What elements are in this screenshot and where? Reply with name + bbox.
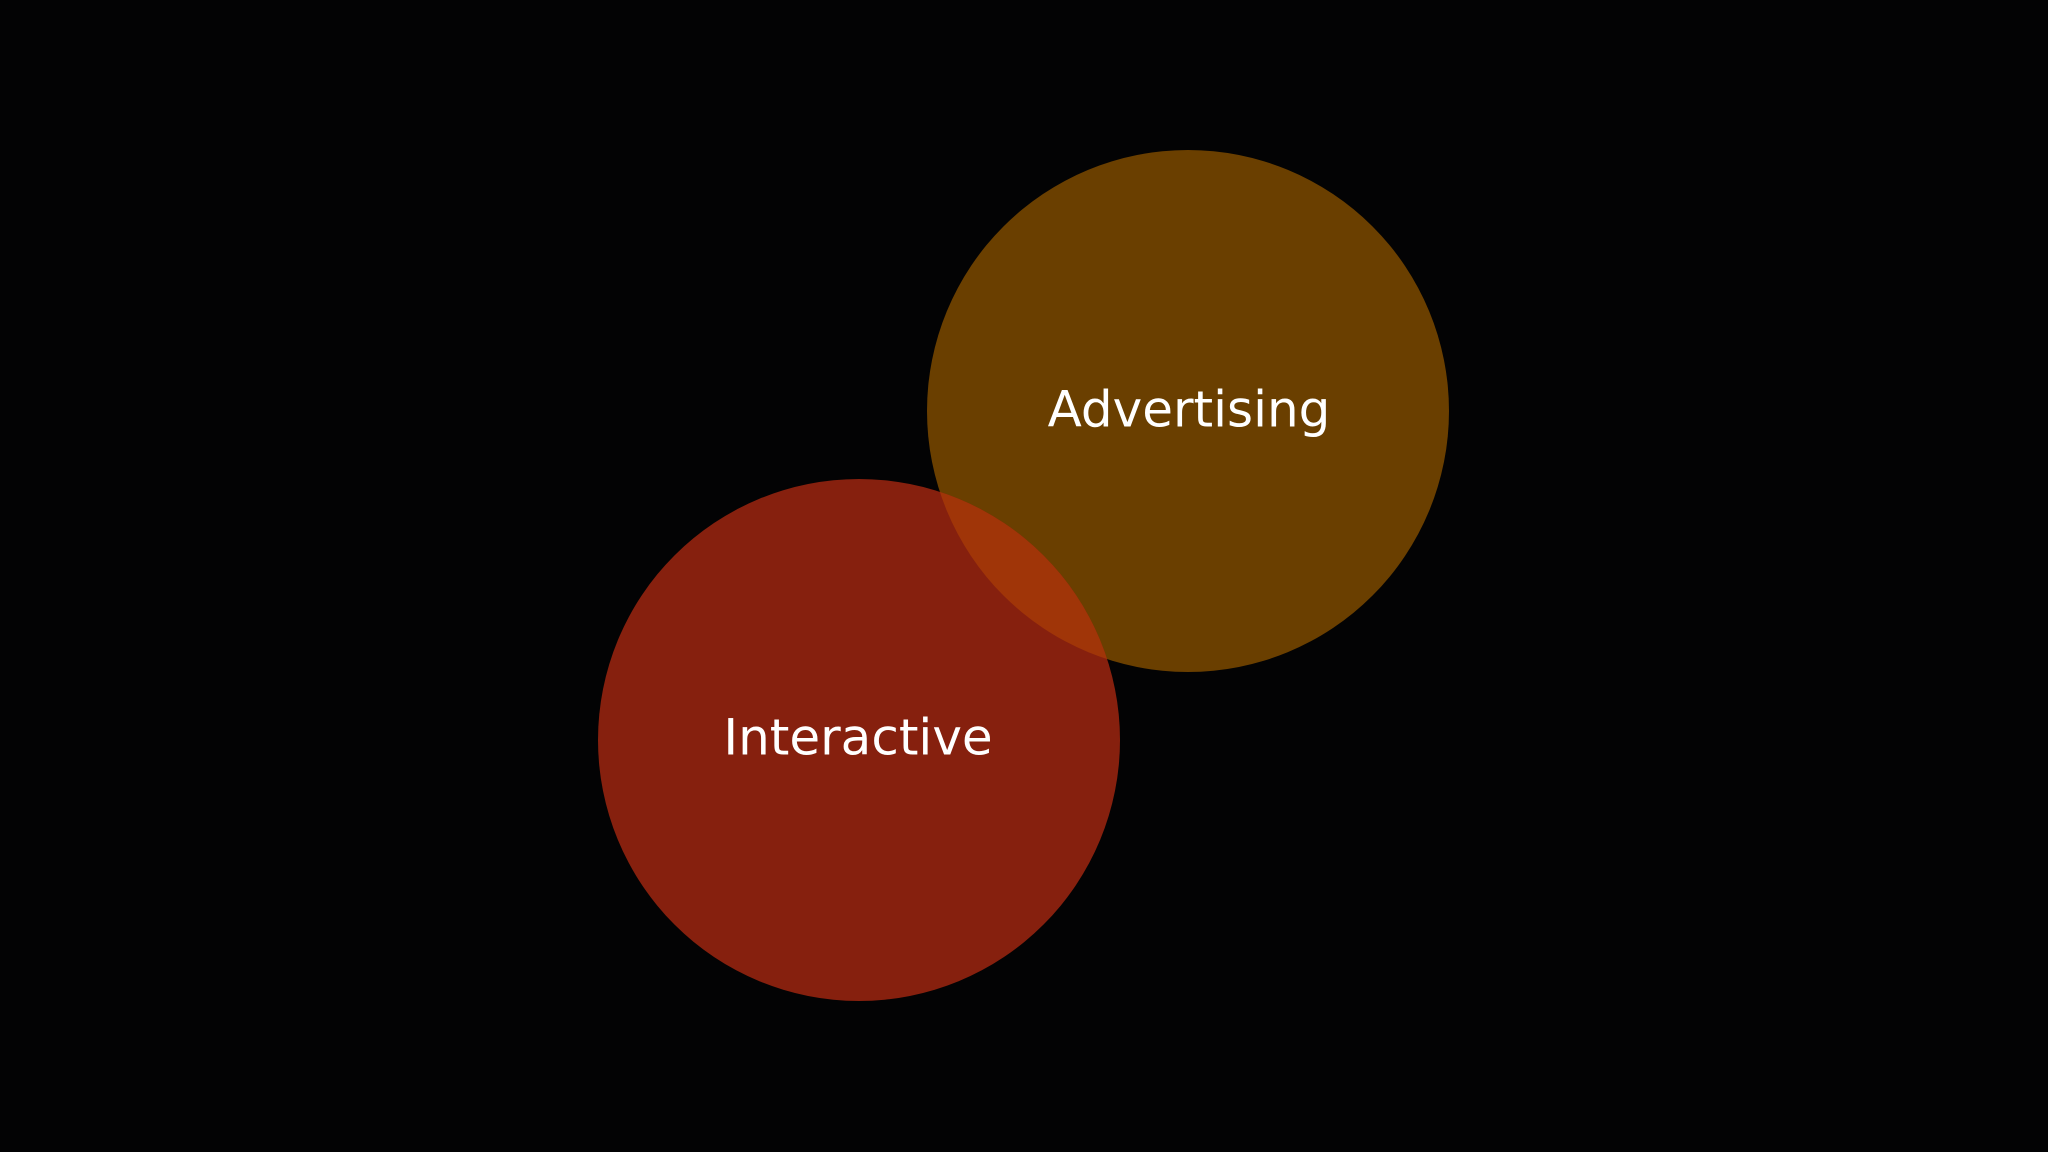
advertising-label: Advertising [1048,381,1331,439]
advertising-circle [927,150,1449,672]
interactive-label: Interactive [723,709,992,767]
interactive-circle [598,479,1120,1001]
